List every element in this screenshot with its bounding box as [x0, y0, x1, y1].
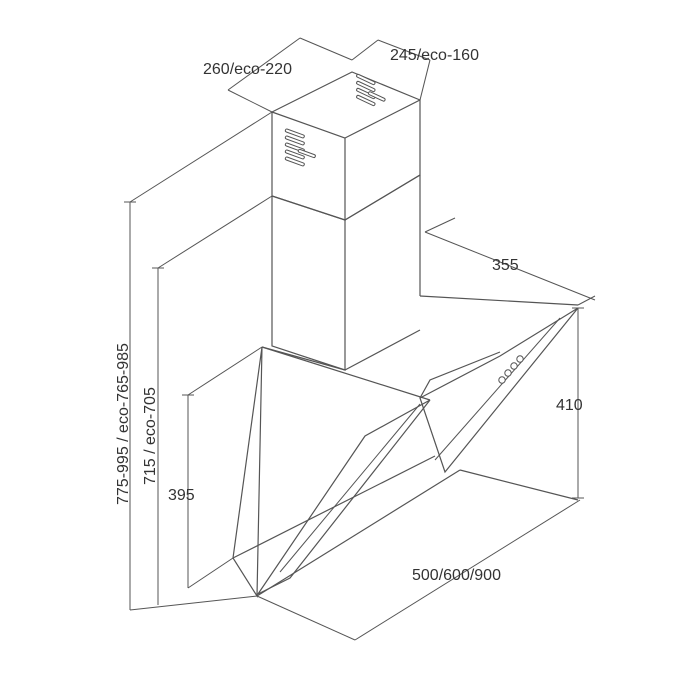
dim-panel-height — [572, 307, 584, 499]
dim-chimney-depth — [351, 39, 431, 101]
glass-panel-upper — [419, 307, 579, 474]
control-button[interactable] — [516, 355, 524, 363]
label-chimney-width: 260/eco-220 — [203, 61, 292, 78]
dim-chimney-width — [227, 37, 353, 113]
dim-base-height — [182, 346, 263, 589]
label-chimney-depth: 245/eco-160 — [390, 47, 479, 64]
control-button[interactable] — [510, 362, 518, 370]
hood-body — [232, 295, 579, 599]
label-hood-depth: 355 — [492, 257, 519, 274]
dim-mid-height — [152, 195, 273, 605]
label-hood-width: 500/600/900 — [412, 567, 501, 584]
control-button[interactable] — [498, 376, 506, 384]
label-mid-height: 715 / eco-705 — [142, 387, 159, 485]
control-button[interactable] — [504, 369, 512, 377]
control-panel — [498, 355, 524, 384]
label-total-height: 775-995 / eco-765-985 — [115, 343, 132, 505]
dim-total-height — [124, 111, 273, 611]
dim-hood-depth — [424, 217, 596, 306]
chimney-vent-left — [284, 128, 316, 167]
label-base-height: 395 — [168, 487, 195, 504]
label-panel-height: 410 — [556, 397, 583, 414]
chimney-vent-right — [356, 73, 386, 107]
chimney-lower — [271, 174, 421, 371]
glass-panel-lower — [256, 399, 431, 596]
dim-hood-width — [256, 499, 581, 641]
